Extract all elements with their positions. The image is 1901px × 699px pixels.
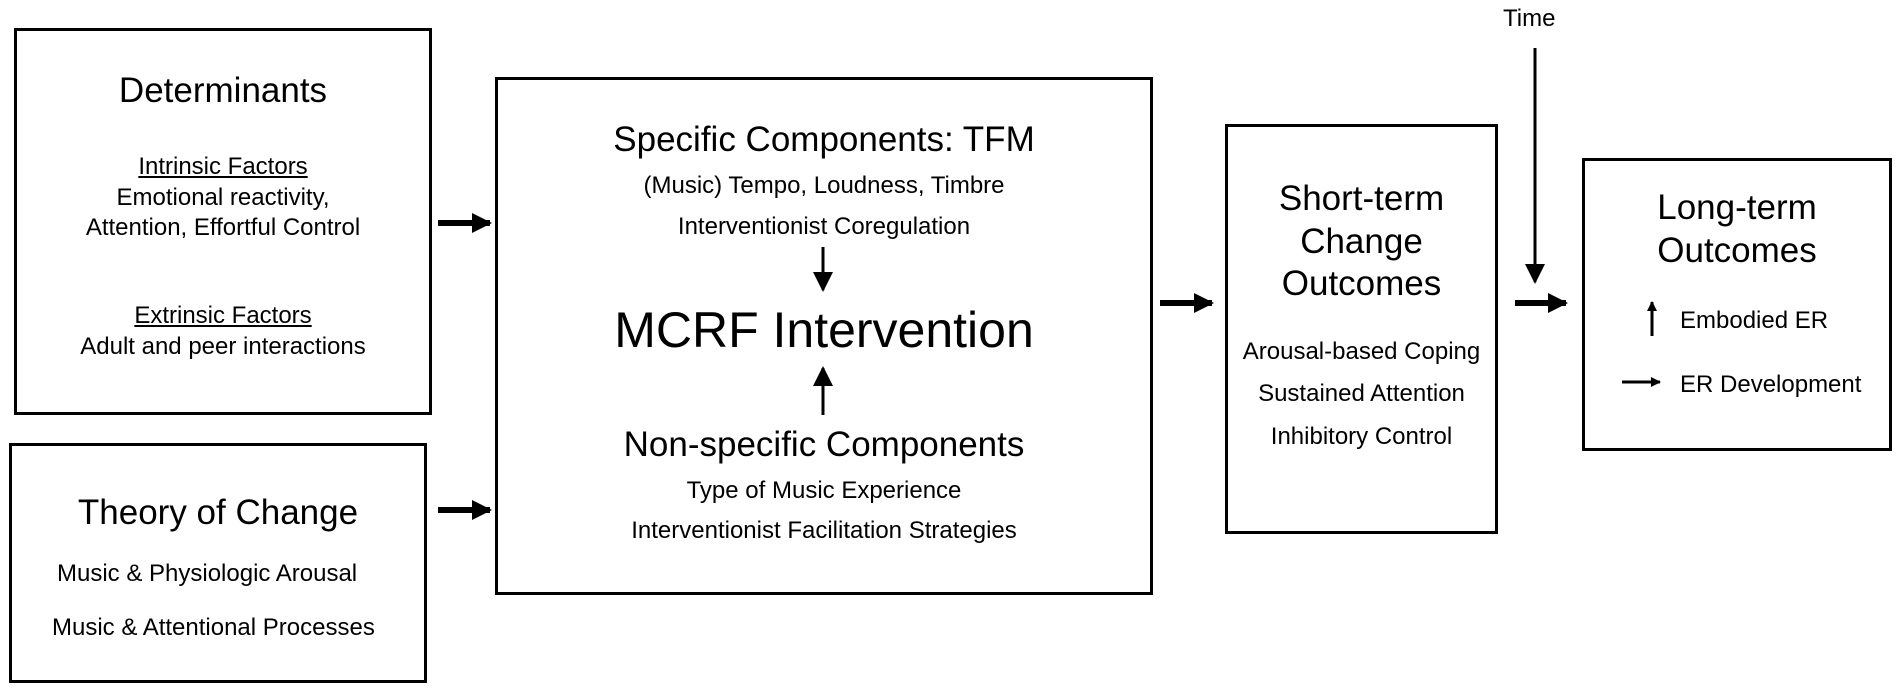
long-term-item-1: Embodied ER <box>1680 307 1829 334</box>
non-specific-components-line-2: Interventionist Facilitation Strategies <box>631 517 1017 544</box>
short-term-title-line-2: Change <box>1300 222 1423 261</box>
specific-components-line-1: (Music) Tempo, Loudness, Timbre <box>643 172 1005 199</box>
determinants-title: Determinants <box>118 71 328 110</box>
theory-of-change-line-2: Music & Attentional Processes <box>52 614 375 641</box>
long-term-title-line-2: Outcomes <box>1657 231 1817 270</box>
intrinsic-factors-line-1: Emotional reactivity, <box>116 184 330 211</box>
short-term-title-line-3: Outcomes <box>1281 264 1442 303</box>
long-term-item-2: ER Development <box>1680 371 1862 398</box>
time-label: Time <box>1503 5 1556 32</box>
intrinsic-factors-line-2: Attention, Effortful Control <box>85 214 361 241</box>
mcrf-intervention-box: Specific Components: TFM (Music) Tempo, … <box>495 77 1153 595</box>
non-specific-components-title: Non-specific Components <box>623 425 1025 464</box>
extrinsic-factors-heading: Extrinsic Factors <box>134 302 312 329</box>
long-term-outcomes-box: Long-term Outcomes Embodied ER ER Develo… <box>1582 158 1892 451</box>
short-term-item-3: Inhibitory Control <box>1270 423 1453 450</box>
determinants-box: Determinants Intrinsic Factors Emotional… <box>14 28 432 415</box>
extrinsic-factors-line-1: Adult and peer interactions <box>80 333 366 360</box>
theory-of-change-box: Theory of Change Music & Physiologic Aro… <box>9 443 427 683</box>
short-term-outcomes-box: Short-term Change Outcomes Arousal-based… <box>1225 124 1498 534</box>
short-term-item-1: Arousal-based Coping <box>1242 338 1481 365</box>
non-specific-components-line-1: Type of Music Experience <box>686 477 962 504</box>
specific-components-title: Specific Components: TFM <box>613 120 1035 159</box>
intrinsic-factors-heading: Intrinsic Factors <box>138 153 308 180</box>
specific-components-line-2: Interventionist Coregulation <box>677 213 971 240</box>
long-term-title-line-1: Long-term <box>1657 188 1817 227</box>
mcrf-intervention-title: MCRF Intervention <box>614 302 1034 358</box>
short-term-title-line-1: Short-term <box>1278 179 1445 218</box>
theory-of-change-line-1: Music & Physiologic Arousal <box>57 560 358 587</box>
theory-of-change-title: Theory of Change <box>77 493 359 532</box>
short-term-item-2: Sustained Attention <box>1258 380 1465 407</box>
